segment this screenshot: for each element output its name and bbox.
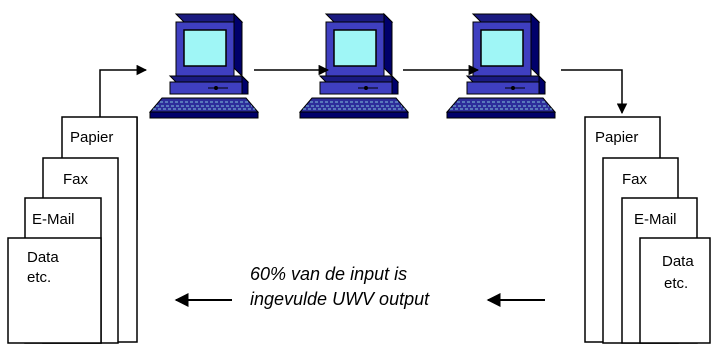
output-doc-email-label: E-Mail xyxy=(634,211,677,228)
input-doc-email-label: E-Mail xyxy=(32,211,75,228)
input-doc-data xyxy=(7,237,102,344)
input-doc-papier-label: Papier xyxy=(70,129,113,146)
caption-line-2: ingevulde UWV output xyxy=(250,289,430,309)
output-doc-papier-label: Papier xyxy=(595,129,638,146)
input-doc-fax-label: Fax xyxy=(63,171,89,188)
caption-line-1: 60% van de input is xyxy=(250,264,407,284)
output-doc-data xyxy=(639,237,711,344)
output-doc-data-label-1: Data xyxy=(662,253,694,270)
output-doc-fax-label: Fax xyxy=(622,171,648,188)
input-document-stack: Papier Fax E-Mail Data etc. xyxy=(7,116,138,344)
arrow-computer-3-to-output xyxy=(561,69,628,115)
input-doc-data-label-2: etc. xyxy=(27,269,51,286)
input-doc-data-label-1: Data xyxy=(27,249,59,266)
computer-icon-1 xyxy=(149,13,259,119)
arrow-input-to-computer-1 xyxy=(99,64,148,117)
output-doc-data-label-2: etc. xyxy=(664,275,688,292)
computer-icon-2 xyxy=(299,13,409,119)
output-document-stack: Papier Fax E-Mail Data etc. xyxy=(584,116,711,344)
computer-icon-3 xyxy=(446,13,556,119)
